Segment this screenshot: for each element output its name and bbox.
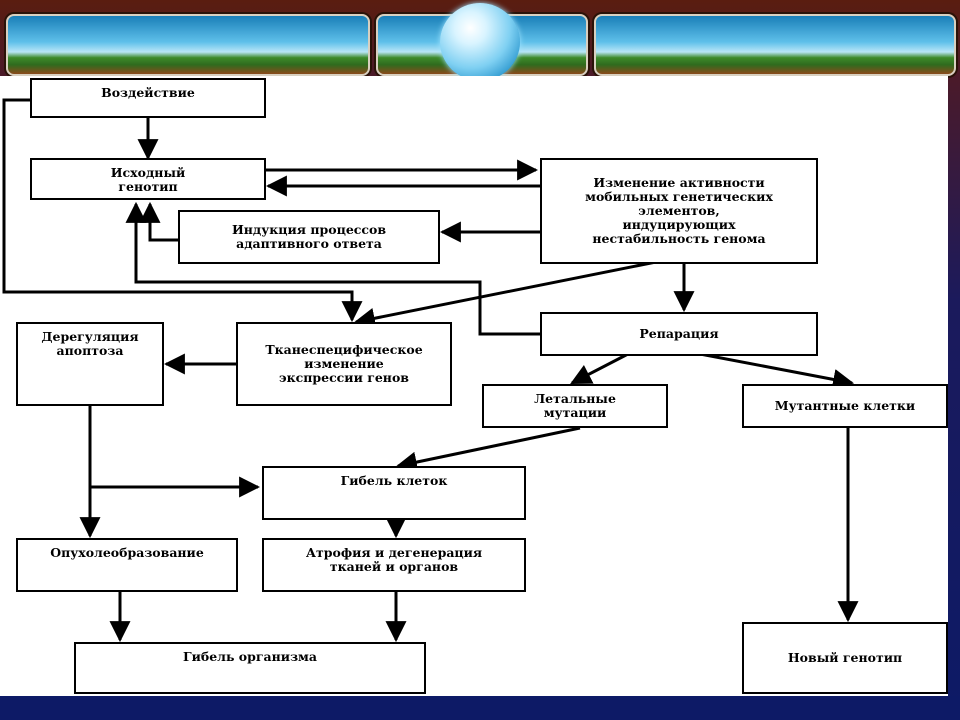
arrow-lethal-to-celldeath xyxy=(395,426,581,473)
bottom-strip xyxy=(0,696,960,720)
node-new-genotype: Новый генотип xyxy=(742,622,948,694)
arrow-adaptive-to-genotype xyxy=(139,201,178,242)
arrow-mobile-to-tissue xyxy=(353,260,657,329)
node-apoptosis: Дерегуляция апоптоза xyxy=(16,322,164,406)
arrow-repair-to-mutant xyxy=(699,352,855,390)
node-lethal-mutations: Летальные мутации xyxy=(482,384,668,428)
node-cell-death: Гибель клеток xyxy=(262,466,526,520)
node-organism-death: Гибель организма xyxy=(74,642,426,694)
arrow-repair-to-genotype xyxy=(125,201,540,336)
header-banner-right xyxy=(594,14,956,76)
node-mutant-cells: Мутантные клетки xyxy=(742,384,948,428)
node-tissue-expression: Тканеспецифическое изменение экспрессии … xyxy=(236,322,452,406)
arrow-repair-to-lethal xyxy=(570,352,629,385)
node-impact: Воздействие xyxy=(30,78,266,118)
node-atrophy: Атрофия и дегенерация тканей и органов xyxy=(262,538,526,592)
globe-icon xyxy=(440,3,520,81)
node-mobile-elements: Изменение активности мобильных генетичес… xyxy=(540,158,818,264)
node-initial-genotype: Исходный генотип xyxy=(30,158,266,200)
header-banner-left xyxy=(6,14,370,76)
node-repair: Репарация xyxy=(540,312,818,356)
arrow-impact-to-tissue xyxy=(2,98,363,323)
node-tumor: Опухолеобразование xyxy=(16,538,238,592)
node-adaptive-response: Индукция процессов адаптивного ответа xyxy=(178,210,440,264)
